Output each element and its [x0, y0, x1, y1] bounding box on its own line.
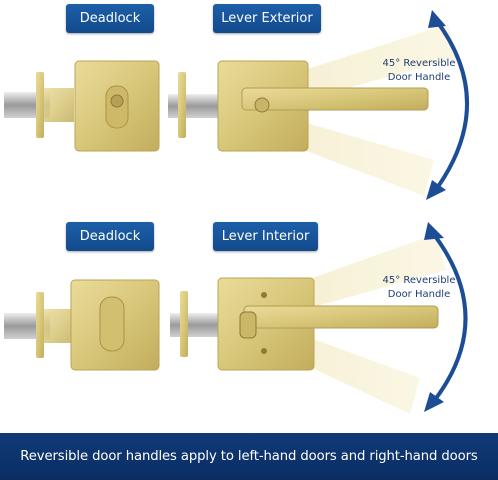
- top-rotation-arrow-icon: [426, 10, 469, 200]
- lever-exterior-label: Lever Exterior: [213, 4, 321, 33]
- top-deadlock-assembly: [4, 60, 160, 152]
- lever-keyhole-icon: [254, 97, 270, 113]
- top-lever-assembly: [168, 24, 458, 196]
- latch-spindle: [170, 313, 218, 337]
- lever-handle: [243, 305, 439, 329]
- reversible-banner: Reversible door handles apply to left-ha…: [0, 433, 498, 480]
- deadlock-label-bottom: Deadlock: [66, 222, 154, 251]
- thumb-turn-icon: [99, 296, 125, 352]
- deadlock-label-top: Deadlock: [66, 4, 154, 33]
- note-line-1: 45° Reversible: [382, 275, 456, 286]
- screw-icon: [261, 348, 267, 354]
- reversible-note-bottom: 45° Reversible Door Handle: [372, 274, 466, 302]
- bottom-lever-assembly: [170, 234, 446, 414]
- reversible-note-top: 45° Reversible Door Handle: [372, 57, 466, 85]
- bottom-rotation-arrow-icon: [424, 222, 468, 412]
- bottom-deadlock-assembly: [4, 279, 160, 371]
- latch-spindle: [168, 94, 218, 118]
- note-line-2: Door Handle: [387, 289, 451, 300]
- lever-interior-label: Lever Interior: [213, 222, 318, 251]
- privacy-button-icon: [239, 311, 257, 339]
- note-line-1: 45° Reversible: [382, 58, 456, 69]
- note-line-2: Door Handle: [387, 72, 451, 83]
- keyhole-icon: [110, 94, 124, 108]
- lever-handle: [241, 87, 429, 111]
- bolt-faceplate: [36, 72, 44, 138]
- screw-icon: [261, 292, 267, 298]
- bolt-faceplate: [36, 292, 44, 358]
